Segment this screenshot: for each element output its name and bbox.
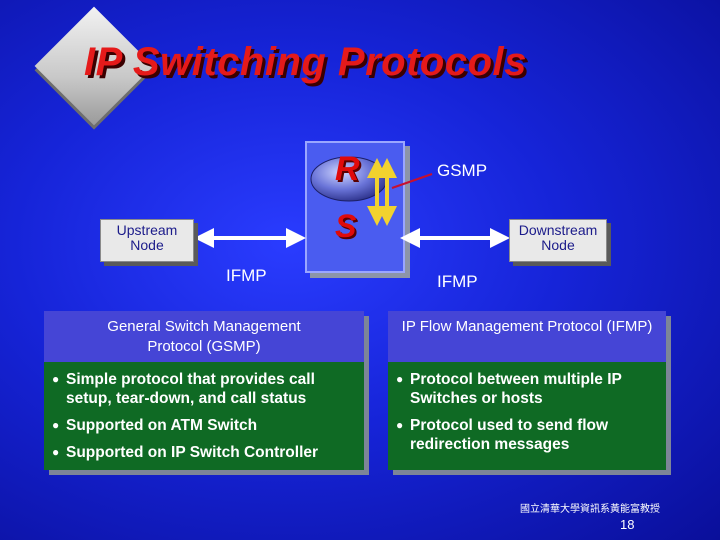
bullet-text: Supported on ATM Switch: [66, 417, 258, 434]
list-item: ● Protocol between multiple IP Switches …: [396, 370, 660, 408]
bullet-icon: ●: [52, 372, 60, 386]
ifmp-label-left: IFMP: [226, 266, 267, 285]
switch-letter: S: [335, 208, 357, 244]
gsmp-panel-body: ● Simple protocol that provides call set…: [44, 362, 364, 470]
list-item: ● Protocol used to send flow redirection…: [396, 416, 660, 454]
bullet-text: Simple protocol that provides call setup…: [66, 371, 315, 407]
gsmp-pointer-line: [391, 173, 433, 189]
list-item: ● Supported on ATM Switch: [52, 416, 358, 435]
bullet-text: Supported on IP Switch Controller: [66, 444, 319, 461]
router-letter: R: [335, 150, 360, 188]
footer-affiliation: 國立清華大學資訊系黃能富教授: [520, 504, 660, 515]
list-item: ● Simple protocol that provides call set…: [52, 370, 358, 408]
downstream-node-box: Downstream Node: [509, 219, 607, 262]
gsmp-panel: General Switch Management Protocol (GSMP…: [44, 311, 364, 470]
slide-title: IP Switching Protocols: [84, 40, 527, 84]
ifmp-label-right: IFMP: [437, 272, 478, 291]
list-item: ● Supported on IP Switch Controller: [52, 443, 358, 462]
upstream-node-box: Upstream Node: [100, 219, 194, 262]
bullet-text: Protocol used to send flow redirection m…: [410, 417, 609, 453]
ifmp-panel-body: ● Protocol between multiple IP Switches …: [388, 362, 666, 470]
bullet-icon: ●: [396, 372, 404, 386]
ifmp-panel: IP Flow Management Protocol (IFMP) ● Pro…: [388, 311, 666, 470]
gsmp-label: GSMP: [437, 161, 488, 180]
bullet-text: Protocol between multiple IP Switches or…: [410, 371, 622, 407]
page-number: 18: [620, 517, 635, 532]
bullet-icon: ●: [52, 445, 60, 459]
ifmp-panel-heading: IP Flow Management Protocol (IFMP): [388, 311, 666, 362]
bullet-icon: ●: [52, 418, 60, 432]
bullet-icon: ●: [396, 418, 404, 432]
gsmp-panel-heading: General Switch Management Protocol (GSMP…: [44, 311, 364, 362]
